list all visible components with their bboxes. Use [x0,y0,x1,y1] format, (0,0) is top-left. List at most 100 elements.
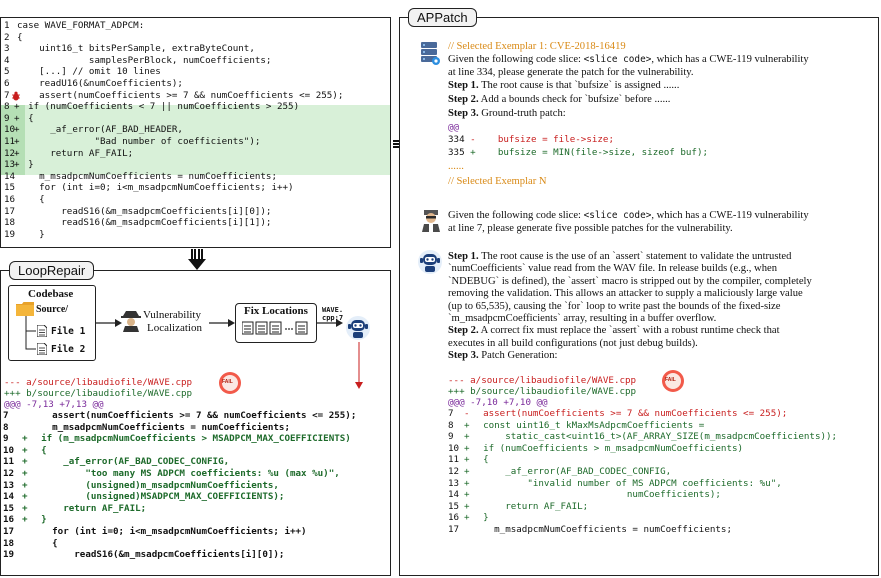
given-text-2b: at line 7, please generate five possible… [448,223,733,234]
flow-arrow [96,319,122,327]
resp-step1-line: `numCoefficients` value read from the WA… [448,263,777,275]
code-line: 10+ { [0,445,389,457]
code-line: 2{ [1,32,390,44]
line-number: 8 [448,419,454,431]
code-text: m_msadpcmNumCoefficients = numCoefficien… [472,523,732,535]
code-text: if (numCoefficients > m_msadpcmNumCoeffi… [472,442,744,454]
diff-sign: + [464,512,470,524]
code-text: const uint16_t kMaxMsAdpcmCoefficients = [472,419,705,431]
code-line: 14+ numCoefficients); [446,489,876,501]
appatch-hunk: @@@ -7,10 +7,10 @@ [448,397,548,408]
code-line: 11+ "Bad number of coefficients"); [1,136,390,148]
line-number: 15 [448,500,460,512]
line-number: 14 [3,491,15,503]
code-text: readS16(&m_msadpcmCoefficients[i][0]); [17,205,272,217]
code-text: { [17,112,34,124]
appatch-code-lines: 7- assert(numCoefficients >= 7 && numCoe… [446,408,876,536]
diff-sign: + [14,135,20,147]
appatch-diff-header2: +++ b/source/libaudiofile/WAVE.cpp [448,386,637,397]
line-number: 2 [4,31,10,43]
line-number: 9 [4,112,10,124]
vuln-loc-label-2: Localization [147,322,202,334]
line-number: 16 [4,193,16,205]
code-line: 9+ if (m_msadpcmNumCoefficients > MSADPC… [0,433,389,445]
line-number: 17 [3,525,15,537]
detective-icon [121,311,141,332]
code-text: "too many MS ADPCM coefficients: %u (max… [30,467,340,479]
code-text: if (m_msadpcmNumCoefficients > MSADPCM_M… [30,433,351,445]
folder-icon [16,302,34,316]
code-text: (unsigned)m_msadpcmNumCoefficients, [30,479,279,491]
code-line: 16+ } [446,512,876,524]
line-number: 13 [448,477,460,489]
line-number: 13 [3,479,15,491]
fix-locations-box [235,303,317,343]
code-text: } [17,228,45,240]
line-number: 8 [3,421,9,433]
code-text: for (int i=0; i<m_msadpcmNumCoefficients… [17,182,294,194]
appatch-title: APPatch [408,8,477,27]
code-text: "invalid number of MS ADPCM coefficients… [472,477,782,489]
tree-lines [25,316,36,350]
line-number: 3 [4,43,10,55]
code-line: 11+ { [446,454,876,466]
wave-cpp-label: WAVE. cpp:7 [322,306,344,322]
line-number: 14 [448,489,460,501]
code-line: 10+ _af_error(AF_BAD_HEADER, [1,124,390,136]
fix-locations-label: Fix Locations [244,305,308,317]
code-line: 13+ } [1,159,390,171]
red-down-arrow [355,342,363,389]
diff-sign: + [464,500,470,512]
selected-exemplar-n: // Selected Exemplar N [448,176,547,187]
line-number: 16 [448,512,460,524]
file-icon [37,343,47,355]
bug-icon [12,91,20,101]
code-text: if (numCoefficients < 7 || numCoefficien… [17,101,300,113]
code-text: readS16(&m_msadpcmCoefficients[i][1]); [17,217,272,229]
code-text: m_msadpcmNumCoefficients = numCoefficien… [17,170,277,182]
code-line: 12+ "too many MS ADPCM coefficients: %u … [0,468,389,480]
code-line: 7 assert(numCoefficients >= 7 && numCoef… [1,90,390,102]
resp-step1-line: `NDEBUG` is defined), the `assert` macro… [448,275,812,287]
code-line: 15+ return AF_FAIL; [0,503,389,515]
flow-arrow [209,319,235,327]
files-icon [242,321,308,335]
line-number: 13 [4,159,16,171]
line-number: 1 [4,20,10,31]
code-text: numCoefficients); [472,489,721,501]
codebase-box [8,285,96,361]
given-text-1: Given the following code slice: <slice c… [448,54,809,65]
code-line: 8 m_msadpcmNumCoefficients = numCoeffici… [0,422,389,434]
resp-step2-line: executes in all build configurations (no… [448,337,698,349]
resp-step1: Step 1. The root cause is the use of an … [448,251,792,262]
code-line: 3 uint16_t bitsPerSample, extraByteCount… [1,43,390,55]
resp-step2: Step 2. A correct fix must replace the `… [448,325,780,337]
code-line: 6 readU16(&numCoefficients); [1,78,390,90]
code-text: static_cast<uint16_t>(AF_ARRAY_SIZE(m_ms… [472,431,838,443]
line-number: 10 [3,444,15,456]
exemplar-hunk: @@ [448,122,460,133]
code-text: (unsigned)MSADPCM_MAX_COEFFICIENTS); [30,491,285,503]
code-line: 9+ static_cast<uint16_t>(AF_ARRAY_SIZE(m… [446,431,876,443]
diff-sign: + [14,124,20,136]
diff-sign: + [22,456,28,468]
line-number: 10 [4,124,16,136]
resp-step3: Step 3. Patch Generation: [448,350,558,362]
robot-icon [346,316,370,340]
exemplar-step-1: Step 1. The root cause is that `bufsize`… [448,80,680,91]
line-number: 9 [3,433,9,445]
resp-step1-line: `m_msadpcmCoefficients` array, resulting… [448,313,717,325]
line-number: 7 [448,408,454,419]
line-number: 19 [4,228,16,240]
line-number: 12 [4,147,16,159]
line-number: 19 [3,549,15,561]
code-line: 19 readS16(&m_msadpcmCoefficients[i][0])… [0,549,389,561]
line-number: 15 [4,182,16,194]
code-line: 14+ (unsigned)MSADPCM_MAX_COEFFICIENTS); [0,491,389,503]
selected-exemplar-1: // Selected Exemplar 1: CVE-2018-16419 [448,41,626,52]
code-text: "Bad number of coefficients"); [17,135,261,147]
code-line: 17 readS16(&m_msadpcmCoefficients[i][0])… [1,206,390,218]
code-text: } [30,514,47,526]
